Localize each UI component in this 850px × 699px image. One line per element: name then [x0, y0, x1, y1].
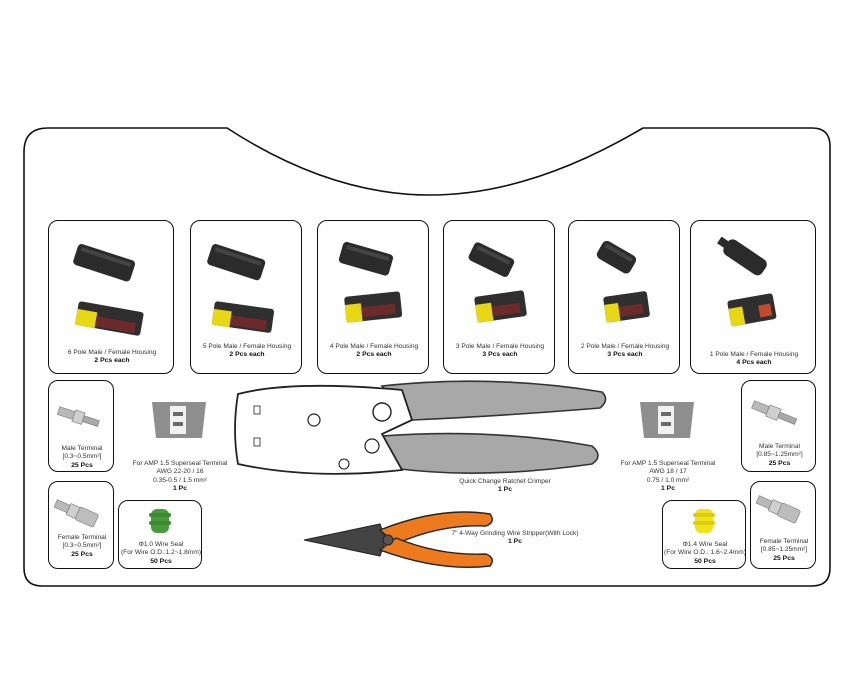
wire-seal-large-card: Φ1.4 Wire Seal (For Wire O.D.: 1.6~2.4mm…: [662, 500, 746, 569]
female-terminal-large-icon: [755, 495, 801, 524]
crimp-die-right-icon: [640, 402, 694, 438]
housing-2pole-label: 2 Pole Male / Female Housing 3 Pcs each: [580, 343, 670, 359]
wire-stripper-icon: [303, 511, 493, 568]
connector-6pole-icon: [73, 244, 144, 336]
male-terminal-small-label: Male Terminal [0.3~0.5mm²] 25 Pcs: [61, 445, 103, 469]
connector-5pole-icon: [207, 244, 275, 333]
crimp-die-left-label: For AMP 1.5 Superseal Terminal AWG 22-20…: [132, 460, 228, 493]
female-terminal-icon: [53, 499, 99, 528]
housing-4pole-label: 4 Pole Male / Female Housing 2 Pcs each: [329, 343, 419, 359]
green-wire-seal-icon: [149, 509, 171, 533]
housing-card-5pole: 5 Pole Male / Female Housing 2 Pcs each: [190, 220, 302, 374]
connector-1pole-icon: [717, 236, 777, 327]
housing-card-4pole: 4 Pole Male / Female Housing 2 Pcs each: [317, 220, 429, 374]
connector-3pole-icon: [468, 242, 527, 323]
male-terminal-large-label: Male Terminal [0.85~1.25mm²] 25 Pcs: [756, 443, 803, 467]
female-terminal-large-card: Female Terminal [0.85~1.25mm²] 25 Pcs: [750, 481, 816, 569]
female-terminal-small-label: Female Terminal [0.3~0.5mm²] 25 Pcs: [57, 534, 107, 558]
housing-card-3pole: 3 Pole Male / Female Housing 3 Pcs each: [443, 220, 555, 374]
wire-seal-large-label: Φ1.4 Wire Seal (For Wire O.D.: 1.6~2.4mm…: [664, 541, 746, 565]
ratchet-crimper-label: Quick Change Ratchet Crimper 1 Pc: [459, 478, 551, 494]
connector-2pole-icon: [596, 240, 650, 323]
crimp-die-left-icon: [152, 402, 206, 438]
housing-card-2pole: 2 Pole Male / Female Housing 3 Pcs each: [568, 220, 680, 374]
crimp-die-right-label: For AMP 1.5 Superseal Terminal AWG 18 / …: [620, 460, 716, 493]
male-terminal-large-card: Male Terminal [0.85~1.25mm²] 25 Pcs: [741, 380, 816, 472]
connector-4pole-icon: [338, 241, 403, 323]
wire-seal-small-card: Φ1.0 Wire Seal (For Wire O.D.:1.2~1.8mm)…: [118, 500, 202, 569]
housing-card-6pole: 6 Pole Male / Female Housing 2 Pcs each: [48, 220, 174, 374]
ratchet-crimper-icon: [234, 380, 607, 475]
housing-6pole-label: 6 Pole Male / Female Housing 2 Pcs each: [67, 349, 157, 365]
yellow-wire-seal-icon: [693, 509, 715, 533]
housing-card-1pole: 1 Pole Male / Female Housing 4 Pcs each: [690, 220, 816, 374]
housing-1pole-label: 1 Pole Male / Female Housing 4 Pcs each: [709, 351, 799, 367]
housing-3pole-label: 3 Pole Male / Female Housing 3 Pcs each: [455, 343, 545, 359]
male-terminal-large-icon: [751, 400, 798, 425]
male-terminal-small-card: Male Terminal [0.3~0.5mm²] 25 Pcs: [48, 380, 114, 472]
wire-seal-small-label: Φ1.0 Wire Seal (For Wire O.D.:1.2~1.8mm)…: [120, 541, 202, 565]
female-terminal-large-label: Female Terminal [0.85~1.25mm²] 25 Pcs: [759, 538, 809, 562]
male-terminal-icon: [56, 406, 100, 427]
female-terminal-small-card: Female Terminal [0.3~0.5mm²] 25 Pcs: [48, 481, 114, 569]
wire-stripper-label: 7" 4-Way Grinding Wire Stripper(With Loc…: [451, 530, 579, 546]
housing-5pole-label: 5 Pole Male / Female Housing 2 Pcs each: [202, 343, 292, 359]
